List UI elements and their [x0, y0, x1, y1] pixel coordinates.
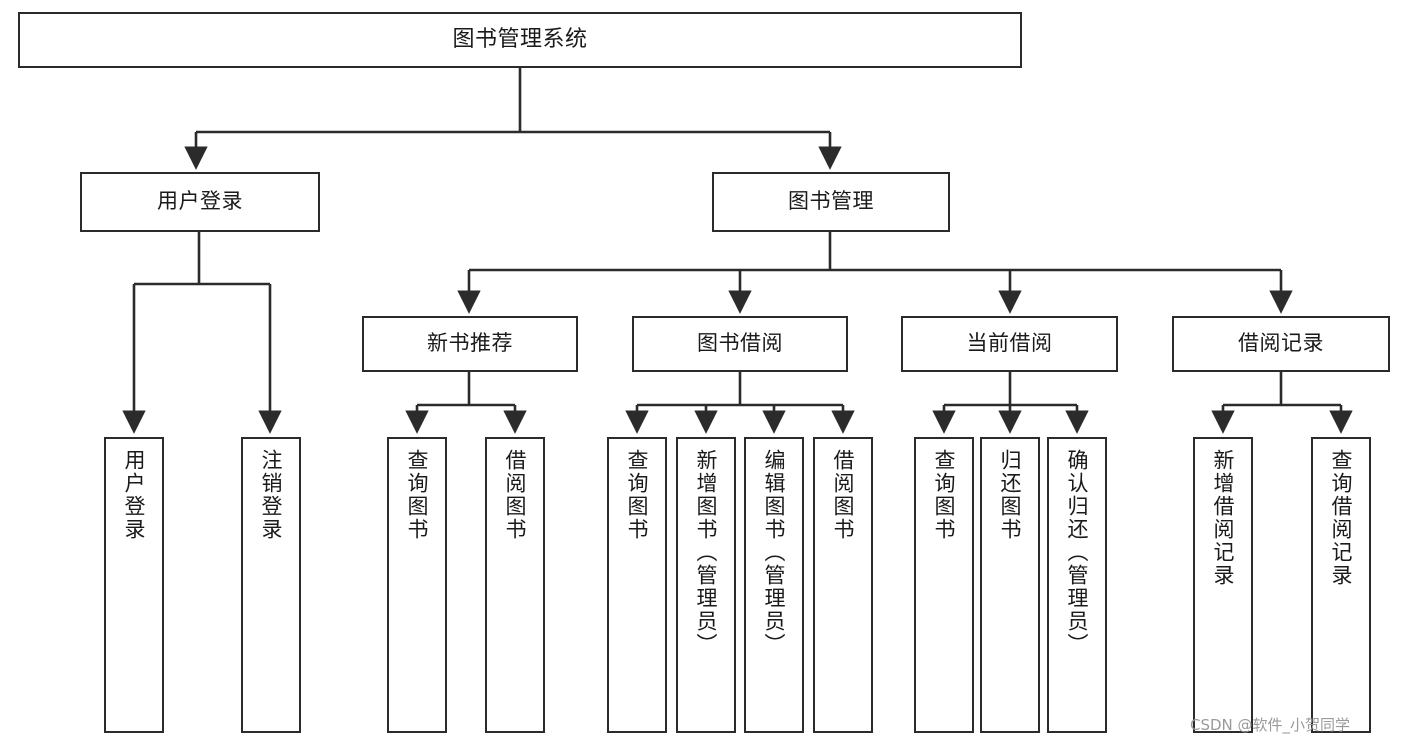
node-label: 查询借阅记录 [1329, 449, 1354, 587]
leaf-current-borrow-return[interactable]: 归还图书 [980, 437, 1040, 733]
node-borrow-record[interactable]: 借阅记录 [1172, 316, 1390, 372]
node-label: 编辑图书（管理员） [762, 449, 787, 656]
leaf-book-borrow-edit[interactable]: 编辑图书（管理员） [744, 437, 804, 733]
node-current-borrow[interactable]: 当前借阅 [901, 316, 1118, 372]
node-label: 注销登录 [259, 449, 284, 541]
node-label: 借阅图书 [503, 449, 528, 541]
node-label: 图书借阅 [697, 331, 783, 356]
node-label: 查询图书 [625, 449, 650, 541]
leaf-borrow-record-query[interactable]: 查询借阅记录 [1311, 437, 1371, 733]
leaf-current-borrow-confirm-return[interactable]: 确认归还（管理员） [1047, 437, 1107, 733]
watermark-text: CSDN @软件_小贺同学 [1190, 716, 1351, 734]
node-label: 图书管理 [788, 189, 874, 214]
node-book-management[interactable]: 图书管理 [712, 172, 950, 232]
node-label: 归还图书 [998, 449, 1023, 541]
node-new-book-recommend[interactable]: 新书推荐 [362, 316, 578, 372]
node-user-login[interactable]: 用户登录 [80, 172, 320, 232]
node-root-system[interactable]: 图书管理系统 [18, 12, 1022, 68]
node-label: 借阅记录 [1238, 331, 1324, 356]
leaf-new-book-query[interactable]: 查询图书 [387, 437, 447, 733]
leaf-borrow-record-add[interactable]: 新增借阅记录 [1193, 437, 1253, 733]
leaf-user-login-login[interactable]: 用户登录 [104, 437, 164, 733]
node-label: 新增借阅记录 [1211, 449, 1236, 587]
leaf-book-borrow-borrow[interactable]: 借阅图书 [813, 437, 873, 733]
node-label: 图书管理系统 [452, 26, 588, 52]
node-label: 查询图书 [932, 449, 957, 541]
leaf-book-borrow-add[interactable]: 新增图书（管理员） [676, 437, 736, 733]
node-label: 新书推荐 [427, 331, 513, 356]
node-label: 确认归还（管理员） [1065, 449, 1090, 656]
leaf-book-borrow-query[interactable]: 查询图书 [607, 437, 667, 733]
node-label: 当前借阅 [966, 331, 1053, 356]
node-label: 用户登录 [122, 449, 147, 541]
node-book-borrow[interactable]: 图书借阅 [632, 316, 848, 372]
node-label: 新增图书（管理员） [694, 449, 719, 656]
leaf-user-login-logout[interactable]: 注销登录 [241, 437, 301, 733]
leaf-new-book-borrow[interactable]: 借阅图书 [485, 437, 545, 733]
node-label: 借阅图书 [831, 449, 856, 541]
leaf-current-borrow-query[interactable]: 查询图书 [914, 437, 974, 733]
node-label: 用户登录 [157, 189, 243, 214]
node-label: 查询图书 [405, 449, 430, 541]
